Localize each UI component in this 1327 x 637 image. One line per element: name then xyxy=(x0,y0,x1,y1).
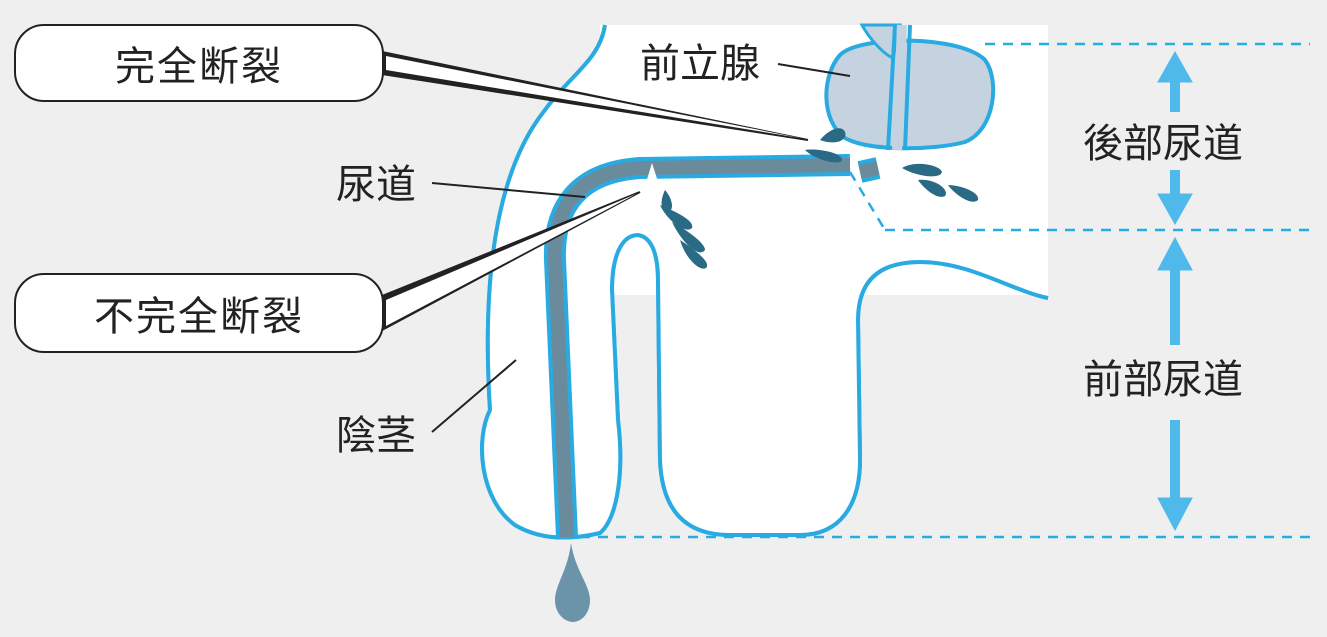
posterior-urethra-arrow xyxy=(1157,50,1193,226)
urine-drip xyxy=(555,543,590,622)
blood-drop xyxy=(805,149,842,163)
leader-lines xyxy=(381,50,851,433)
prostate-urethra-fill xyxy=(892,24,907,151)
complete-rupture-label: 完全断裂 xyxy=(115,44,283,90)
incomplete-rupture-pointer-inner xyxy=(386,194,636,326)
arrow-down-head xyxy=(1157,497,1193,532)
prostate-urethra xyxy=(886,24,912,151)
incomplete-rupture-label: 不完全断裂 xyxy=(94,294,304,340)
complete-rupture-callout: 完全断裂 xyxy=(14,24,384,102)
penis-label: 陰茎 xyxy=(336,413,416,459)
blood-drop xyxy=(661,190,672,212)
incomplete-rupture-callout: 不完全断裂 xyxy=(14,273,384,353)
complete-rupture-pointer-inner xyxy=(386,56,800,138)
penis-leader xyxy=(431,359,517,433)
posterior-urethra-label: 後部尿道 xyxy=(1083,121,1243,167)
mid-boundary-diagonal xyxy=(848,171,887,231)
urethra-label: 尿道 xyxy=(336,162,416,208)
urethra-stump-fill xyxy=(858,161,880,179)
dashed-boundaries xyxy=(580,42,1310,539)
arrow-up-head xyxy=(1157,236,1193,271)
urethra-leader xyxy=(431,182,586,198)
prostate-leader xyxy=(777,63,851,77)
blood-drops xyxy=(660,128,979,269)
prostate-label: 前立腺 xyxy=(640,41,760,87)
blood-drop xyxy=(660,205,693,230)
blood-drop xyxy=(902,163,942,177)
body-fill xyxy=(482,25,1049,538)
blood-drop xyxy=(680,240,708,269)
blood-drop xyxy=(672,222,705,253)
blood-drop xyxy=(948,185,979,202)
urethra-tube xyxy=(547,158,851,538)
arrow-up-head xyxy=(1157,50,1193,83)
anterior-urethra-arrow xyxy=(1157,236,1193,532)
prostate-shape xyxy=(824,38,996,151)
anterior-urethra-label: 前部尿道 xyxy=(1083,357,1243,403)
incomplete-tear-notch xyxy=(645,163,660,188)
arrow-down-head xyxy=(1157,193,1193,226)
blood-drop xyxy=(820,128,846,143)
blood-drop xyxy=(918,179,946,197)
